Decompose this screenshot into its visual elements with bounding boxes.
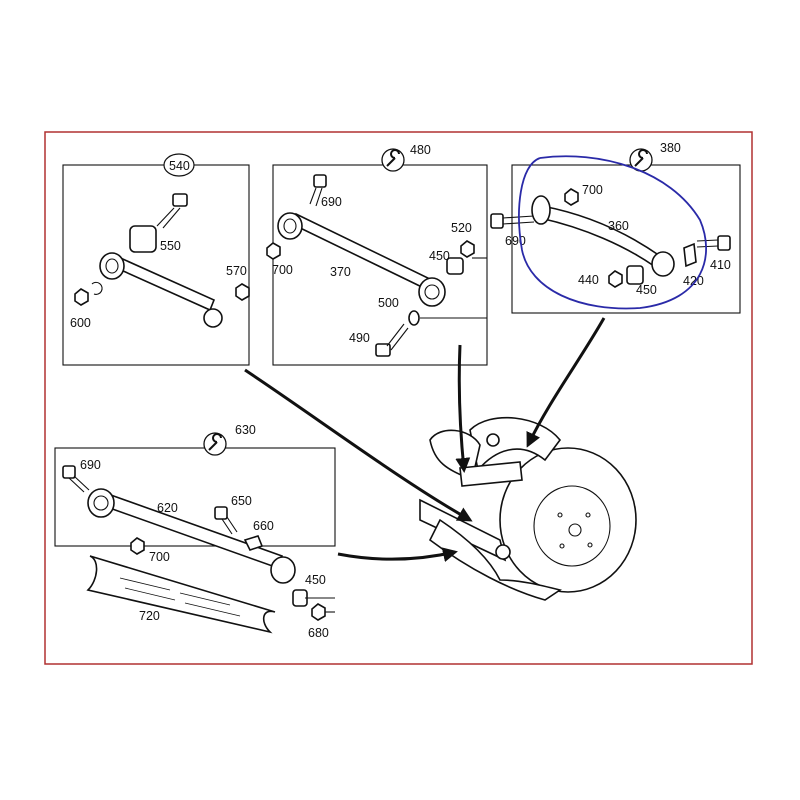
- group-630-label: 630: [235, 423, 256, 437]
- part-label: 550: [160, 239, 181, 253]
- nut-part: [608, 270, 623, 288]
- bushing-part: [446, 257, 464, 275]
- nut-part: [266, 242, 281, 260]
- part-label: 570: [226, 264, 247, 278]
- axle-assembly-drawing: [419, 416, 637, 601]
- group-480-box: [272, 164, 488, 366]
- nut-part: [130, 537, 145, 555]
- part-label: 700: [582, 183, 603, 197]
- clip-part: [243, 535, 264, 551]
- part-label: 620: [157, 501, 178, 515]
- bushing-part: [292, 589, 308, 607]
- bolt-part: [696, 235, 731, 251]
- part-label: 500: [378, 296, 399, 310]
- group-630: 630 690 620 650 6: [54, 423, 336, 640]
- group-540: 540 550 570 600: [62, 153, 250, 366]
- control-arm-part: [539, 205, 662, 268]
- part-label: 450: [305, 573, 326, 587]
- nut-part: [74, 288, 89, 306]
- bolt-part: [214, 506, 238, 535]
- control-arm-part: [290, 212, 434, 292]
- wrench-icon: [203, 432, 227, 456]
- highlight-loop: [518, 155, 707, 310]
- pointer-arrow: [526, 317, 606, 448]
- part-label: 700: [272, 263, 293, 277]
- nut-part: [235, 283, 250, 301]
- part-label: 410: [710, 258, 731, 272]
- control-arm-part: [110, 254, 216, 312]
- part-label: 700: [149, 550, 170, 564]
- bolt-part: [62, 465, 90, 493]
- part-label: 490: [349, 331, 370, 345]
- part-label: 660: [253, 519, 274, 533]
- part-label: 690: [80, 458, 101, 472]
- part-label: 520: [451, 221, 472, 235]
- clip-part: [91, 281, 103, 295]
- part-label: 450: [636, 283, 657, 297]
- part-label: 720: [139, 609, 160, 623]
- group-540-callout: [163, 153, 195, 177]
- group-480: 480 690 700 370 520 450 500 49: [266, 143, 488, 366]
- reinforcement-strut: [86, 555, 276, 634]
- part-label: 690: [321, 195, 342, 209]
- bolt-part: [156, 193, 188, 229]
- part-label: 680: [308, 626, 329, 640]
- part-label: 370: [330, 265, 351, 279]
- outer-frame: [44, 131, 753, 665]
- washer-part: [683, 242, 697, 268]
- washer-part: [408, 310, 420, 326]
- part-label: 450: [429, 249, 450, 263]
- bushing-part: [626, 265, 644, 285]
- nut-part: [460, 240, 475, 258]
- part-label: 440: [578, 273, 599, 287]
- bushing-part: [129, 225, 157, 253]
- group-540-label: 540: [169, 159, 190, 173]
- group-630-box: [54, 447, 336, 547]
- part-label: 690: [505, 234, 526, 248]
- part-label: 600: [70, 316, 91, 330]
- group-540-box: [62, 164, 250, 366]
- bolt-part: [309, 174, 327, 207]
- part-label: 420: [683, 274, 704, 288]
- group-480-label: 480: [410, 143, 431, 157]
- nut-part: [564, 188, 579, 206]
- pointer-arrow: [455, 344, 471, 473]
- group-380-label: 380: [660, 141, 681, 155]
- group-380: 380 700 690 360 440 450 420 410: [490, 141, 741, 314]
- pointer-arrow: [244, 368, 473, 522]
- wrench-icon: [381, 148, 405, 172]
- part-label: 360: [608, 219, 629, 233]
- nut-part: [311, 603, 326, 621]
- pointer-arrow: [337, 547, 458, 562]
- bolt-part: [375, 323, 409, 357]
- part-label: 650: [231, 494, 252, 508]
